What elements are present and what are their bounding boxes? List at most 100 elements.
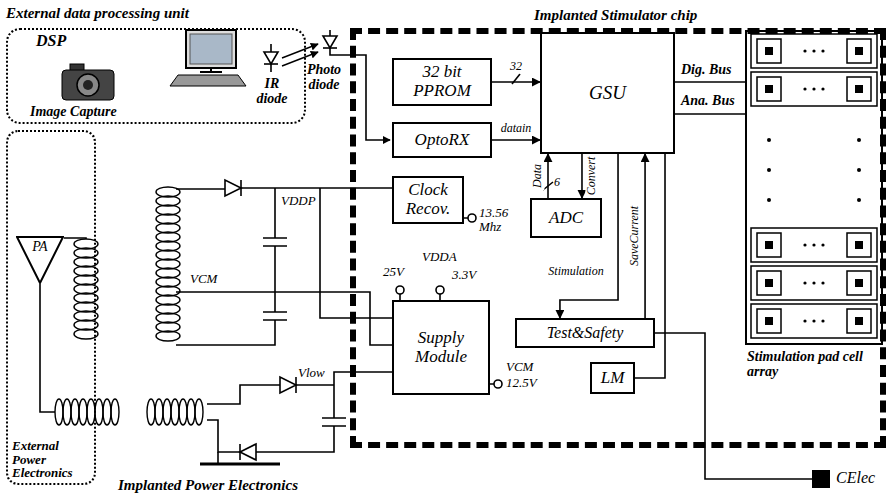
pad-array: Stimulation pad cell array [745, 30, 883, 345]
ir-diode-symbol [264, 44, 278, 72]
coil-loop [155, 399, 163, 425]
photo-diode-lead [329, 30, 331, 36]
edge-label: SaveCurrent [628, 204, 641, 268]
terminal [436, 286, 444, 294]
coil-loop [147, 399, 155, 425]
node-text: Supply Module [398, 329, 484, 366]
wire [40, 284, 55, 412]
monitor-stand [200, 68, 222, 72]
process-box: GSU [540, 32, 675, 154]
camera-lens [77, 74, 99, 96]
pad-cell [847, 233, 871, 257]
pad-electrode [765, 279, 773, 287]
coil-winding [156, 187, 180, 341]
process-box: Clock Recov. [392, 176, 464, 224]
monitor-screen [190, 34, 232, 64]
pad-row [751, 72, 877, 106]
ellipsis-dot [812, 319, 815, 322]
coil-loop [156, 331, 180, 341]
ellipsis-dot [803, 49, 806, 52]
process-box: 32 bit PPROM [392, 58, 492, 106]
coil-winding [147, 399, 203, 425]
edge-label: Stimulation [546, 265, 605, 278]
ellipsis-dot [812, 243, 815, 246]
process-box: OptoRX [392, 122, 492, 158]
diode-symbol [240, 444, 256, 460]
coil-loop [71, 399, 79, 425]
ellipsis-dot [812, 87, 815, 90]
coil-loop [171, 399, 179, 425]
ground-bar [200, 463, 280, 466]
pad-electrode [855, 47, 863, 55]
bus-name: Ana. Bus [681, 93, 735, 108]
connector [492, 139, 540, 141]
node-text: LM [601, 369, 625, 388]
pad-electrode [855, 85, 863, 93]
pad-cell [847, 271, 871, 295]
capacitor-symbol [176, 292, 287, 345]
computer-icon [170, 30, 246, 86]
node-text: 32 bit PPROM [398, 63, 486, 100]
pad-electrode [765, 317, 773, 325]
diode-symbol [225, 180, 241, 196]
node-text: Test&Safety [547, 324, 624, 342]
terminal [396, 286, 404, 294]
process-box: LM [590, 362, 635, 394]
connector [547, 154, 549, 198]
terminal [468, 214, 476, 222]
ellipsis-dot [803, 243, 806, 246]
device-label: Image Capture [30, 104, 117, 119]
group-box: External Power ElectronicsPA [6, 130, 96, 485]
node-text: Implanted Stimulator chip [534, 7, 697, 24]
coil-loop [103, 399, 111, 425]
coil-loop [179, 399, 187, 425]
pad-electrode [855, 241, 863, 249]
ellipsis-dot [821, 281, 824, 284]
frequency-label: 13.56 Mhz [479, 206, 523, 235]
ellipsis-dot [803, 281, 806, 284]
pad-row [751, 266, 877, 300]
capacitor-symbol [256, 385, 346, 452]
process-box: Supply Module [392, 300, 490, 395]
node-text: Clock Recov. [398, 181, 458, 218]
connector [675, 113, 745, 115]
pad-cell-group [751, 34, 877, 338]
coil-group [55, 187, 203, 425]
coil-loop [79, 399, 87, 425]
pad-cell [757, 77, 781, 101]
pad-electrode [765, 47, 773, 55]
terminal [494, 380, 502, 388]
ellipsis-dot [821, 319, 824, 322]
node-text: GSU [589, 83, 626, 104]
wire [176, 188, 225, 190]
diode-symbol [280, 377, 296, 393]
ellipsis-dot [803, 319, 806, 322]
photo-diode-symbol [323, 30, 337, 48]
pad-row [751, 304, 877, 338]
pad-cell-row [751, 34, 877, 68]
pad-cell [757, 233, 781, 257]
pad-cell [847, 77, 871, 101]
camera-icon [62, 64, 114, 100]
edge-label: datain [499, 122, 534, 135]
node-text: External Power Electronics [12, 439, 92, 480]
wire [207, 385, 280, 404]
coil-loop [111, 399, 119, 425]
signal-name: VDDP [281, 194, 316, 208]
ellipsis-dot [803, 87, 806, 90]
edge-label: 32 [508, 60, 524, 73]
camera-body [62, 70, 114, 100]
vddp-wire [320, 188, 392, 318]
pad-cell [757, 309, 781, 333]
pad-cell [757, 271, 781, 295]
process-box: ADC [530, 198, 602, 238]
node-text: External data processing unit [6, 5, 189, 22]
pad-electrode [765, 85, 773, 93]
bus-name: Dig. Bus [681, 62, 732, 77]
node-text: Stimulation pad cell array [747, 349, 887, 380]
bus-width: 6 [554, 176, 560, 189]
connector [581, 154, 583, 198]
group-label: DSP [36, 32, 66, 50]
signal-name: VDDA [422, 250, 457, 264]
